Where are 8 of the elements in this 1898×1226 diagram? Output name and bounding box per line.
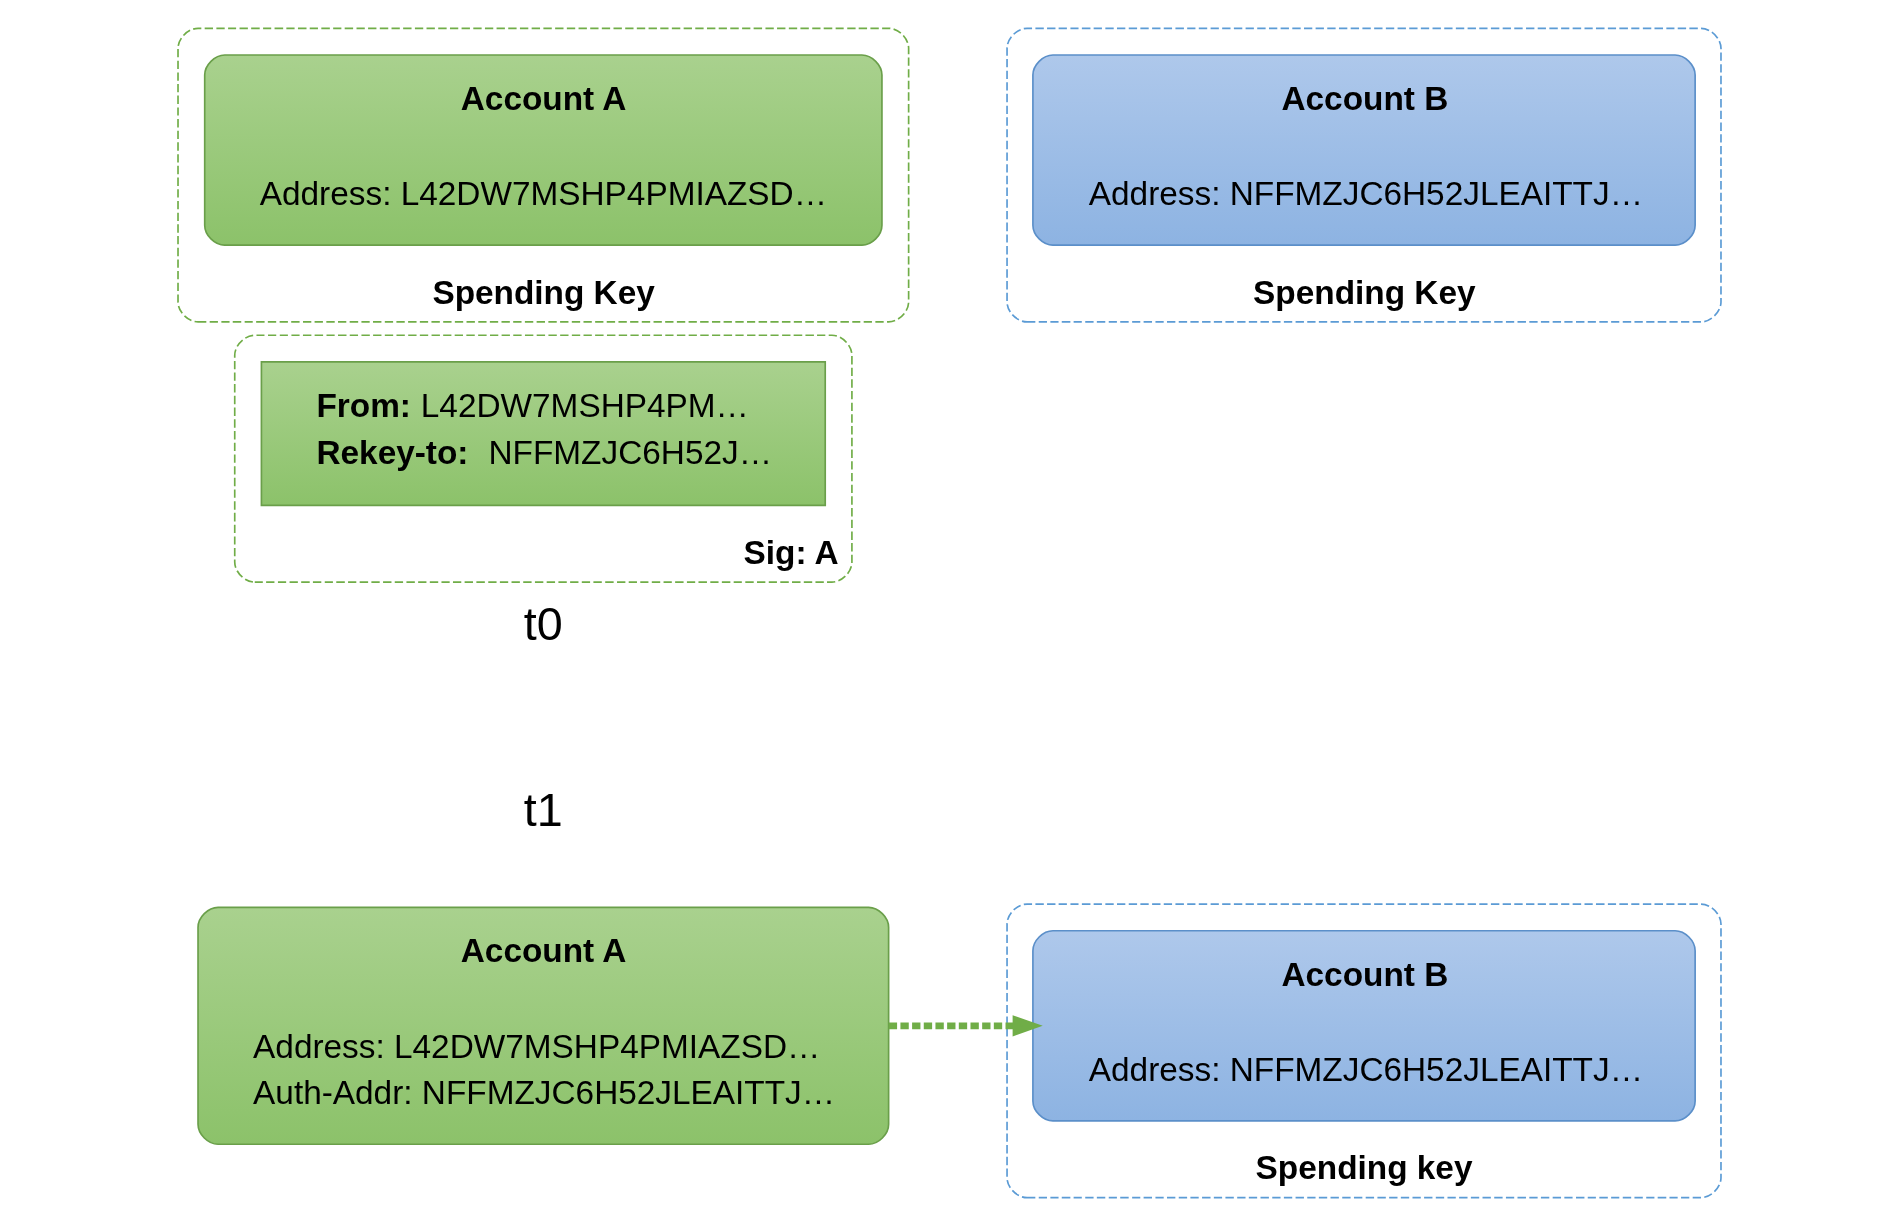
node-box: Account A Address: L42DW7MSHP4PMIAZSD… <box>203 54 883 247</box>
node-box: Account B Address: NFFMZJC6H52JLEAITTJ… <box>1031 54 1696 247</box>
node-box: From: L42DW7MSHP4PM… Rekey-to: NFFMZJC6H52J… <box>260 361 826 507</box>
arrow <box>888 1015 1043 1037</box>
node-box: Account B Address: NFFMZJC6H52JLEAITTJ… <box>1031 929 1696 1122</box>
node-box: Account A Address: L42DW7MSHP4PMIAZSD… Auth-Addr: NFFMZJC6H52JLEAITTJ… <box>196 906 889 1146</box>
label: t1 <box>523 784 563 837</box>
label: t0 <box>523 597 563 650</box>
